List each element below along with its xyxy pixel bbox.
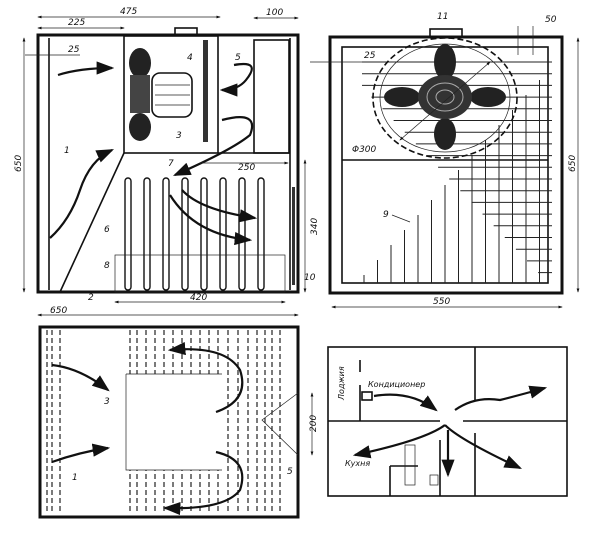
dim-650-vertical: 650 (14, 155, 24, 172)
heater-tube (200, 177, 208, 291)
label-1: 1 (64, 146, 70, 156)
label-11: 11 (437, 12, 448, 22)
conditioner-unit (361, 391, 373, 401)
label-6: 6 (104, 225, 110, 235)
bathtub (404, 444, 416, 486)
label-loggia: Лоджия (337, 366, 346, 401)
toilet (429, 474, 439, 486)
fan-compartment (123, 35, 219, 154)
dim-340: 340 (310, 218, 320, 235)
front-fan (384, 44, 506, 150)
motor (151, 72, 193, 118)
front-view: Φ300 25 50 650 550 9 11 (310, 12, 580, 309)
vent-5 (261, 392, 299, 456)
tray-8 (114, 254, 286, 293)
label-kitchen: Кухня (345, 459, 370, 468)
fan-hub (130, 75, 150, 113)
side-view: 475 225 100 25 650 340 250 420 650 1 2 3… (14, 7, 320, 317)
dim-25: 25 (68, 45, 80, 55)
dim-550: 550 (433, 297, 450, 307)
label-10: 10 (304, 273, 316, 283)
label-conditioner: Кондиционер (368, 380, 425, 389)
top-box-11 (429, 28, 463, 38)
dim-200: 200 (309, 415, 319, 432)
top-outlet (174, 27, 198, 36)
duct-2 (59, 152, 125, 293)
label-4: 4 (187, 53, 193, 63)
heater-tube (238, 177, 246, 291)
dim-50: 50 (545, 15, 557, 25)
strip-10 (292, 187, 295, 285)
heater-tube (162, 177, 170, 291)
label-5: 5 (235, 53, 241, 63)
dim-100: 100 (266, 8, 283, 18)
heater-tube (181, 177, 189, 291)
heater-tube (257, 177, 265, 291)
apartment-plan: Лоджия Кондиционер Кухня (327, 346, 568, 497)
heater-tubes-6 (124, 177, 265, 291)
top-label-5: 5 (287, 467, 293, 477)
heater-grid-9 (362, 61, 552, 283)
top-view: 200 3 1 5 (38, 325, 319, 519)
label-9: 9 (383, 210, 389, 220)
label-7: 7 (168, 159, 174, 169)
dim-650-front: 650 (568, 155, 578, 172)
heater-tube (143, 177, 151, 291)
dim-420: 420 (190, 293, 207, 303)
fan-blade (129, 113, 151, 141)
dim-25-front: 25 (364, 51, 376, 61)
top-label-3: 3 (104, 397, 110, 407)
fan-ring (372, 37, 518, 159)
fan-motor-3 (129, 48, 193, 141)
dim-250: 250 (238, 163, 255, 173)
dim-475: 475 (120, 7, 137, 17)
label-3: 3 (176, 131, 182, 141)
label-8: 8 (104, 261, 110, 271)
top-label-1: 1 (72, 473, 78, 483)
label-2: 2 (88, 293, 94, 303)
heater-tube (124, 177, 132, 291)
dim-fan-diameter: Φ300 (352, 145, 377, 155)
dim-225: 225 (68, 18, 85, 28)
top-housing (38, 325, 300, 519)
fan-blade (129, 48, 151, 78)
compartment-5 (253, 39, 290, 154)
plate-4 (203, 40, 208, 142)
dim-650-horizontal: 650 (50, 306, 67, 316)
fan-area-3 (126, 374, 222, 470)
